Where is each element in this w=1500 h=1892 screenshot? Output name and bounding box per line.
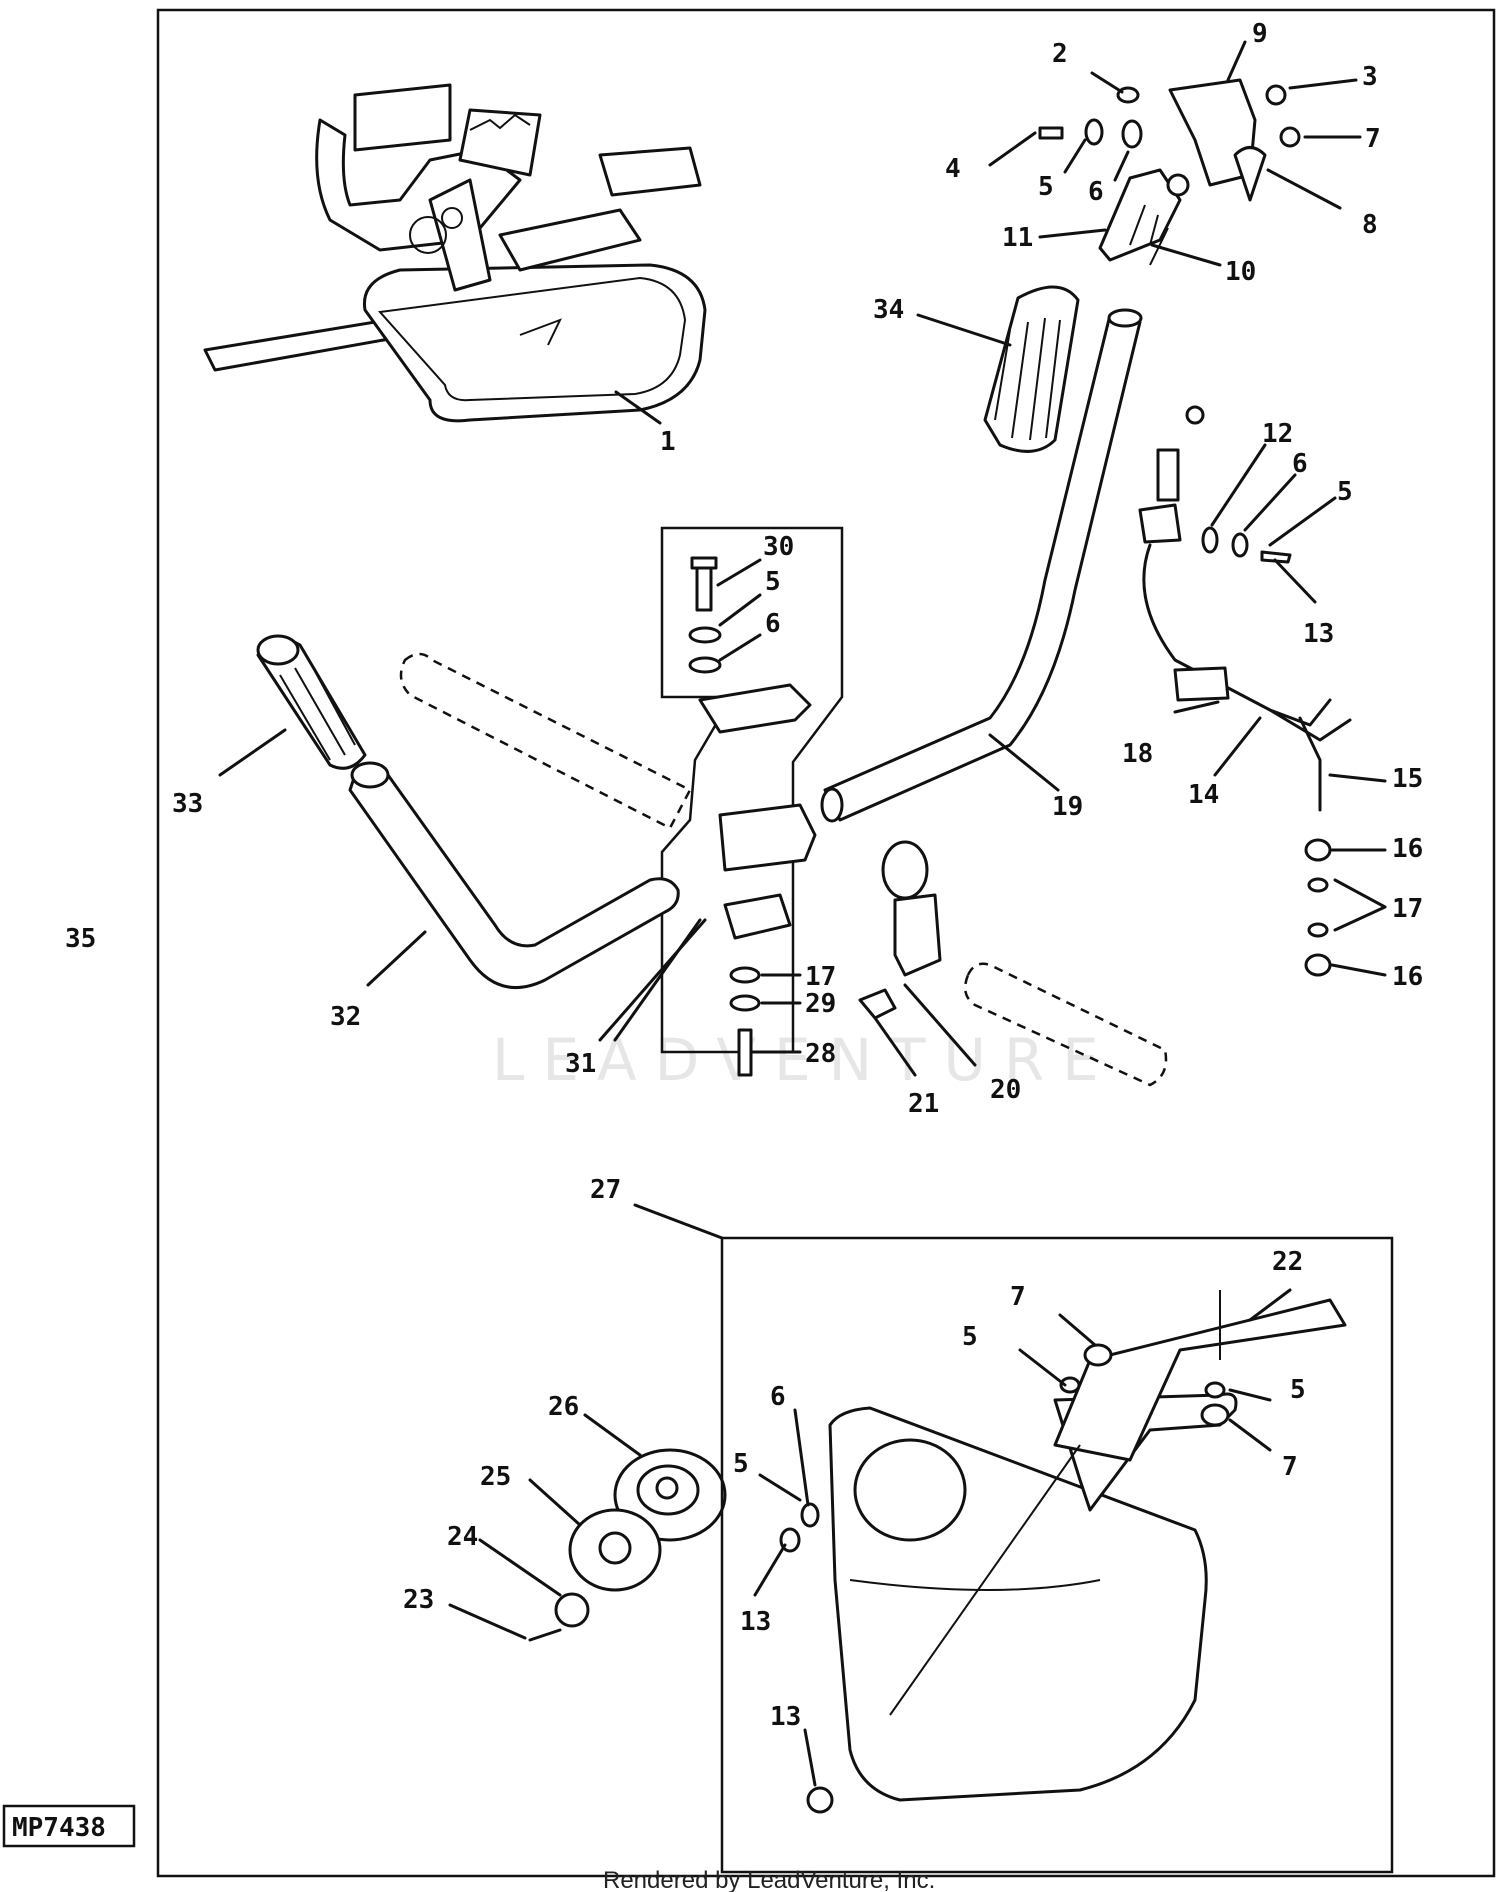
callout-17b: 17 xyxy=(805,962,836,992)
callout-labels: 1 2 3 4 5 6 7 8 9 10 11 12 6 5 13 14 15 … xyxy=(65,19,1423,1732)
callout-5d: 5 xyxy=(962,1322,978,1352)
callout-22: 22 xyxy=(1272,1247,1303,1277)
callout-27: 27 xyxy=(590,1175,621,1205)
callout-11: 11 xyxy=(1002,223,1033,253)
callout-32: 32 xyxy=(330,1002,361,1032)
callout-18: 18 xyxy=(1122,739,1153,769)
callout-24: 24 xyxy=(447,1522,478,1552)
callout-33: 33 xyxy=(172,789,203,819)
callout-35: 35 xyxy=(65,924,96,954)
callout-17: 17 xyxy=(1392,894,1423,924)
callout-6d: 6 xyxy=(770,1382,786,1412)
callout-6b: 6 xyxy=(1292,449,1308,479)
callout-9: 9 xyxy=(1252,19,1268,49)
callout-5f: 5 xyxy=(733,1449,749,1479)
callout-5: 5 xyxy=(1038,172,1054,202)
callout-8: 8 xyxy=(1362,210,1378,240)
cable-assembly xyxy=(1138,405,1387,977)
callout-10: 10 xyxy=(1225,257,1256,287)
callout-31: 31 xyxy=(565,1049,596,1079)
callout-5b: 5 xyxy=(1337,477,1353,507)
drawing-code-box: MP7438 xyxy=(2,1804,136,1848)
drawing-code: MP7438 xyxy=(12,1813,106,1843)
pulley-group xyxy=(448,1413,727,1642)
callout-25: 25 xyxy=(480,1462,511,1492)
callout-34: 34 xyxy=(873,295,904,325)
callout-26: 26 xyxy=(548,1392,579,1422)
callout-13b: 13 xyxy=(740,1607,771,1637)
callout-23: 23 xyxy=(403,1585,434,1615)
callout-3: 3 xyxy=(1362,62,1378,92)
outer-frame xyxy=(156,8,1496,1878)
belt-guard-box xyxy=(633,1203,1394,1874)
center-clamp-box xyxy=(613,526,844,1077)
callout-1: 1 xyxy=(660,427,676,457)
callout-6: 6 xyxy=(1088,177,1104,207)
callout-30: 30 xyxy=(763,532,794,562)
clamp-ring xyxy=(858,840,977,1077)
callout-19: 19 xyxy=(1052,792,1083,822)
callout-29: 29 xyxy=(805,989,836,1019)
callout-20: 20 xyxy=(990,1075,1021,1105)
callout-5e: 5 xyxy=(1290,1375,1306,1405)
seat-platform-assembly xyxy=(203,83,707,425)
callout-13c: 13 xyxy=(770,1702,801,1732)
callout-13: 13 xyxy=(1303,619,1334,649)
callout-7: 7 xyxy=(1365,124,1381,154)
callout-7b: 7 xyxy=(1010,1282,1026,1312)
watermark: LEADVENTURE xyxy=(492,1026,1117,1094)
callout-12: 12 xyxy=(1262,419,1293,449)
callout-2: 2 xyxy=(1052,39,1068,69)
callout-16b: 16 xyxy=(1392,962,1423,992)
callout-15: 15 xyxy=(1392,764,1423,794)
callout-7c: 7 xyxy=(1282,1452,1298,1482)
footer-credit: Rendered by LeadVenture, Inc. xyxy=(603,1867,935,1892)
callout-4: 4 xyxy=(945,154,961,184)
switch-bracket-group xyxy=(988,40,1362,267)
right-handlebar xyxy=(820,285,1143,823)
left-handlebar xyxy=(218,634,1168,1087)
callout-28: 28 xyxy=(805,1039,836,1069)
callout-6c: 6 xyxy=(765,609,781,639)
callout-21: 21 xyxy=(908,1089,939,1119)
callout-5c: 5 xyxy=(765,567,781,597)
callout-14: 14 xyxy=(1188,780,1219,810)
callout-16: 16 xyxy=(1392,834,1423,864)
